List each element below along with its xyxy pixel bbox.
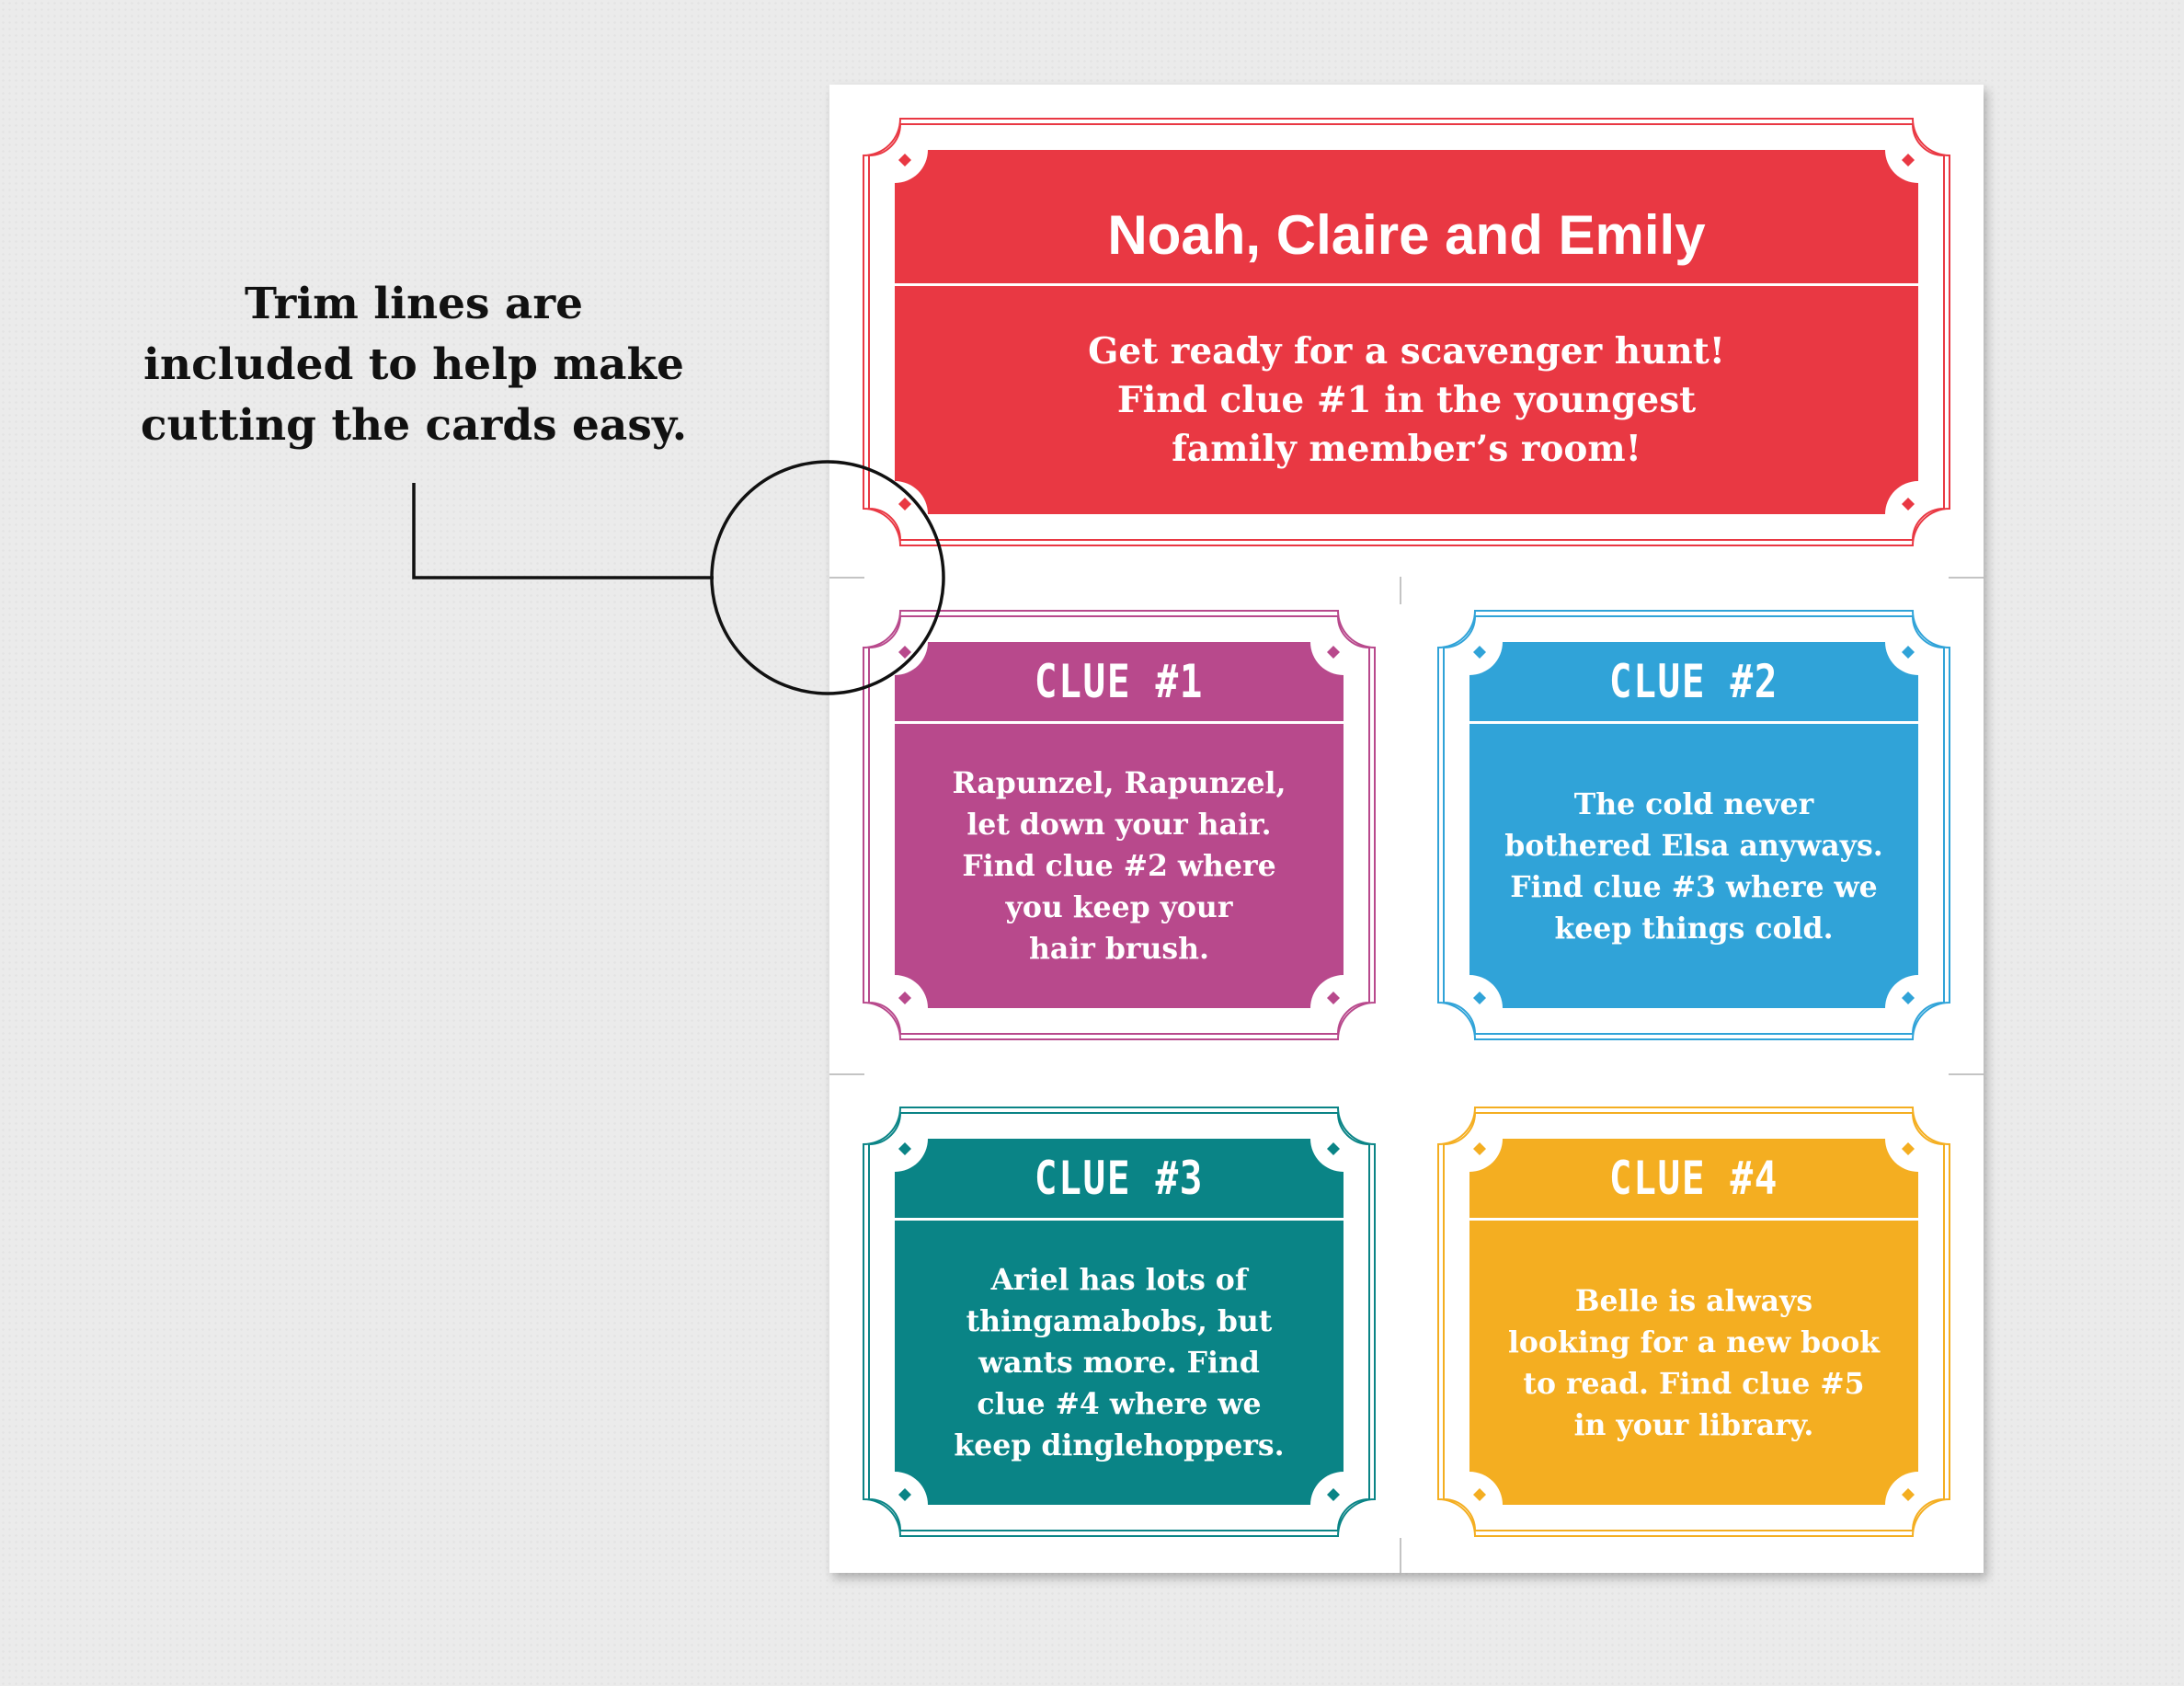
clue-card-4: CLUE #4 Belle is always looking for a ne… [1436, 1106, 1951, 1538]
card-title: CLUE #4 [1608, 1152, 1779, 1205]
card-body: Rapunzel, Rapunzel, let down your hair. … [895, 724, 1344, 1008]
card-body-text: The cold never bothered Elsa anyways. Fi… [1504, 786, 1883, 946]
card-body-text: Belle is always looking for a new book t… [1507, 1283, 1881, 1442]
diamond-ornament-icon [1473, 1488, 1486, 1501]
card-body: The cold never bothered Elsa anyways. Fi… [1469, 724, 1918, 1008]
annotation-line-2: included to help make [143, 339, 684, 390]
printable-sheet: Noah, Claire and Emily Get ready for a s… [829, 85, 1984, 1573]
trim-lines-annotation: Trim lines are included to help make cut… [83, 274, 745, 456]
trim-line [1400, 1538, 1401, 1573]
diamond-ornament-icon [1473, 1142, 1486, 1155]
diamond-ornament-icon [1902, 154, 1915, 166]
title-divider [895, 283, 1918, 286]
trim-line [829, 1073, 864, 1075]
card-panel: CLUE #1 Rapunzel, Rapunzel, let down you… [895, 642, 1344, 1008]
diamond-ornament-icon [1902, 646, 1915, 659]
diamond-ornament-icon [1902, 992, 1915, 1004]
card-panel: CLUE #4 Belle is always looking for a ne… [1469, 1139, 1918, 1505]
trim-line [829, 577, 864, 579]
card-frame [1437, 610, 1950, 1040]
card-body-text: Get ready for a scavenger hunt! Find clu… [1088, 329, 1725, 470]
diamond-ornament-icon [1473, 646, 1486, 659]
card-frame [863, 1107, 1376, 1537]
card-body-text: Rapunzel, Rapunzel, let down your hair. … [952, 766, 1286, 966]
clue-card-1: CLUE #1 Rapunzel, Rapunzel, let down you… [862, 609, 1377, 1041]
diamond-ornament-icon [1327, 646, 1340, 659]
diamond-ornament-icon [1327, 1142, 1340, 1155]
diamond-ornament-icon [1902, 1488, 1915, 1501]
diamond-ornament-icon [898, 646, 911, 659]
card-title: Noah, Claire and Emily [1107, 204, 1706, 266]
card-frame [863, 118, 1950, 546]
clue-card-3: CLUE #3 Ariel has lots of thingamabobs, … [862, 1106, 1377, 1538]
diamond-ornament-icon [898, 154, 911, 166]
annotation-line-3: cutting the cards easy. [140, 400, 688, 451]
diamond-ornament-icon [1902, 498, 1915, 510]
diamond-ornament-icon [898, 1488, 911, 1501]
title-divider [1469, 1218, 1918, 1221]
card-body: Get ready for a scavenger hunt! Find clu… [895, 286, 1918, 514]
card-body: Ariel has lots of thingamabobs, but want… [895, 1221, 1344, 1505]
clue-card-2: CLUE #2 The cold never bothered Elsa any… [1436, 609, 1951, 1041]
diamond-ornament-icon [898, 498, 911, 510]
card-title: CLUE #3 [1034, 1152, 1205, 1205]
card-body-text: Ariel has lots of thingamabobs, but want… [954, 1263, 1285, 1462]
diamond-ornament-icon [898, 1142, 911, 1155]
title-divider [895, 1218, 1344, 1221]
diamond-ornament-icon [1327, 992, 1340, 1004]
card-frame [863, 610, 1376, 1040]
card-title: CLUE #1 [1034, 655, 1205, 708]
card-frame [1437, 1107, 1950, 1537]
title-divider [1469, 721, 1918, 724]
intro-card: Noah, Claire and Emily Get ready for a s… [862, 117, 1951, 547]
card-panel: Noah, Claire and Emily Get ready for a s… [895, 150, 1918, 514]
annotation-line-1: Trim lines are [245, 279, 583, 329]
diamond-ornament-icon [898, 992, 911, 1004]
diamond-ornament-icon [1473, 992, 1486, 1004]
callout-circle [710, 460, 945, 695]
trim-line [1949, 1073, 1984, 1075]
title-divider [895, 721, 1344, 724]
leader-line [412, 483, 714, 579]
card-panel: CLUE #3 Ariel has lots of thingamabobs, … [895, 1139, 1344, 1505]
trim-line [1400, 577, 1401, 604]
card-panel: CLUE #2 The cold never bothered Elsa any… [1469, 642, 1918, 1008]
diamond-ornament-icon [1902, 1142, 1915, 1155]
trim-line [1949, 577, 1984, 579]
card-body: Belle is always looking for a new book t… [1469, 1221, 1918, 1505]
card-title: CLUE #2 [1608, 655, 1779, 708]
diamond-ornament-icon [1327, 1488, 1340, 1501]
